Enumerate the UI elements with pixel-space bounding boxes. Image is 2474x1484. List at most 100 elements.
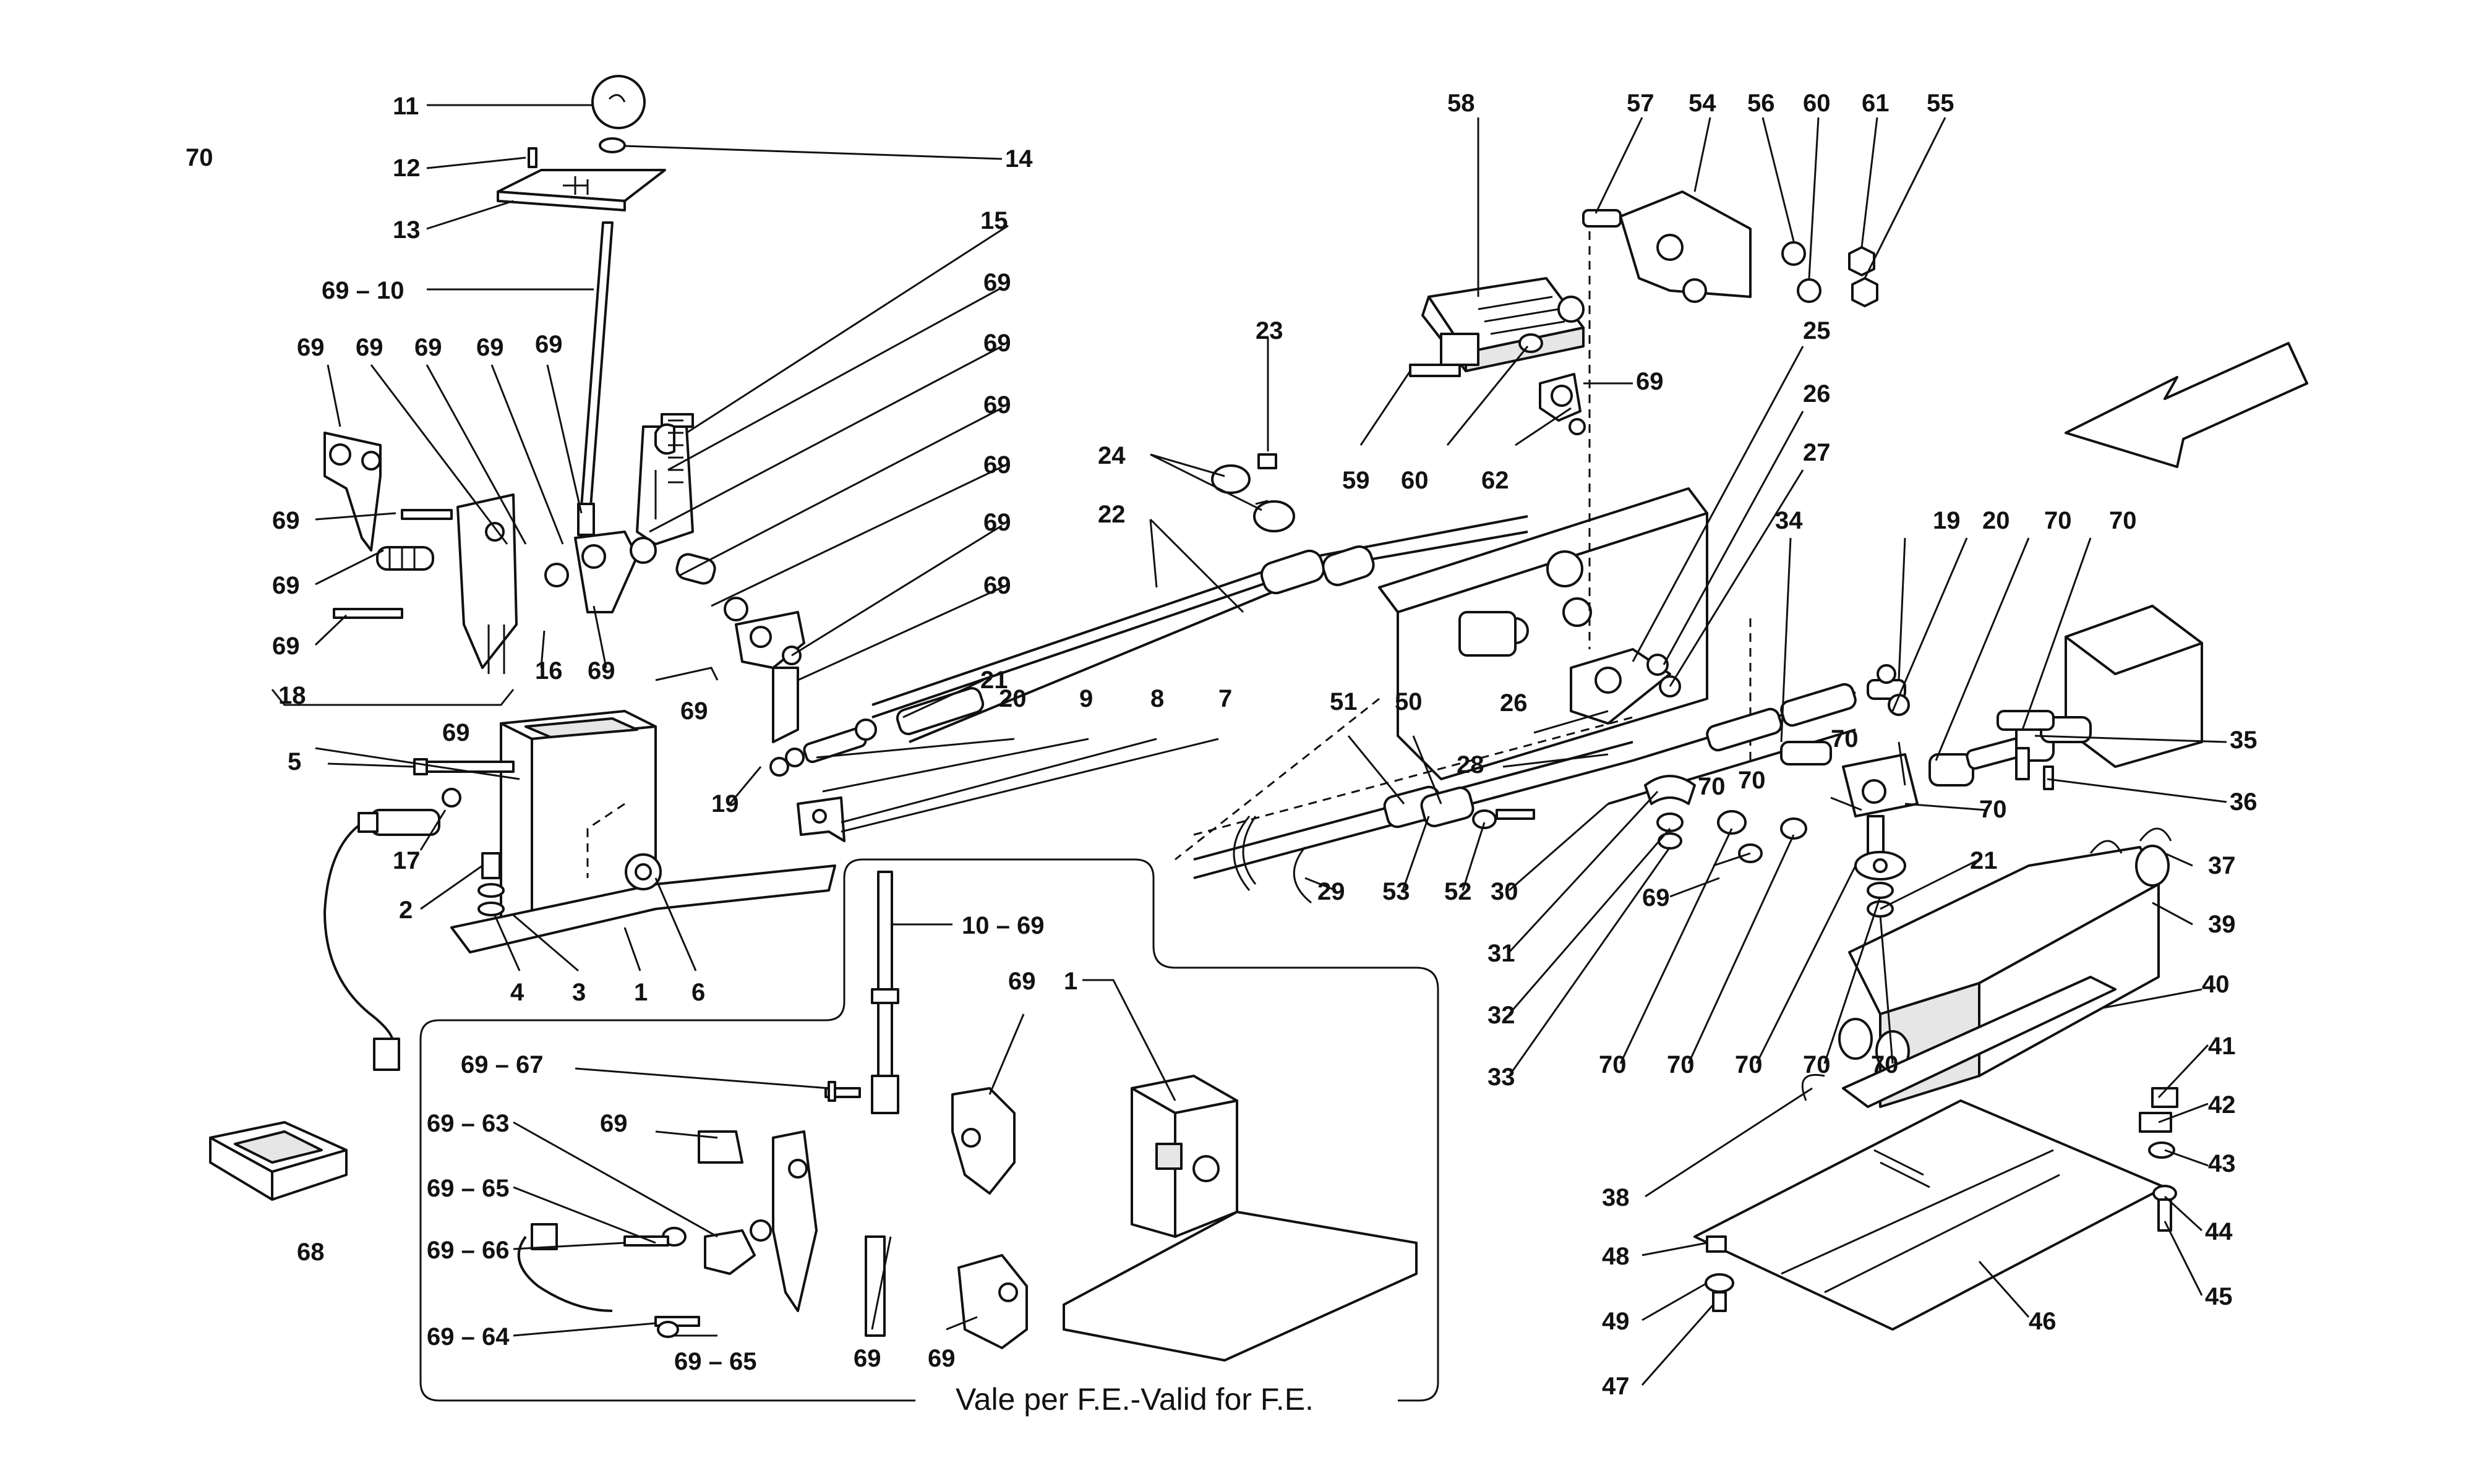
mounting-frame-part xyxy=(1175,216,1752,861)
callout-c67: 70 xyxy=(1698,773,1726,800)
callout-c14: 69 xyxy=(983,391,1011,419)
callout-c3: 14 xyxy=(1005,145,1033,173)
lever-mechanism-part xyxy=(323,413,805,743)
callout-c109: 69 xyxy=(854,1345,881,1372)
callout-c66: 70 xyxy=(1831,725,1859,753)
callout-c17: 69 xyxy=(983,572,1011,599)
callout-c34: 21 xyxy=(980,667,1008,694)
callout-c35: 20 xyxy=(999,685,1027,712)
callout-c58: 19 xyxy=(1933,507,1961,534)
callout-c43: 58 xyxy=(1447,90,1475,117)
callout-c98: 47 xyxy=(1602,1373,1630,1400)
callout-c60: 70 xyxy=(2044,507,2072,534)
callout-c0: 70 xyxy=(186,144,213,171)
callout-c33: 68 xyxy=(297,1239,325,1266)
callout-c2: 12 xyxy=(393,155,421,182)
callout-c25: 18 xyxy=(278,682,306,709)
cable-bracket-part xyxy=(797,796,845,842)
callout-c55: 26 xyxy=(1803,380,1831,407)
base-plate-part xyxy=(1693,1087,2178,1331)
callout-c85: 70 xyxy=(1735,1051,1763,1078)
callout-c24: 69 xyxy=(442,719,470,746)
callout-c68: 70 xyxy=(1738,767,1766,794)
callout-c29: 4 xyxy=(510,979,524,1006)
actuator-motor-part xyxy=(1421,277,1585,372)
callout-c97: 49 xyxy=(1602,1308,1630,1335)
callout-c39: 19 xyxy=(711,790,739,817)
callout-c61: 70 xyxy=(2109,507,2137,534)
callout-c94: 38 xyxy=(1602,1184,1630,1211)
callout-c40: 24 xyxy=(1098,442,1126,469)
gear-knob-part xyxy=(591,75,646,153)
inset-note: Vale per F.E.-Valid for F.E. xyxy=(956,1382,1314,1417)
callout-c96: 46 xyxy=(2029,1308,2057,1335)
callout-c70: 35 xyxy=(2230,727,2258,754)
selector-lever-part xyxy=(1570,648,1910,805)
cable-clamps-part xyxy=(1211,453,1295,532)
callout-c103: 69 – 63 xyxy=(427,1110,509,1137)
callout-c16: 69 xyxy=(983,509,1011,536)
callout-c19: 69 xyxy=(272,572,300,599)
callout-c10: 69 xyxy=(414,334,442,361)
gear-lever-part xyxy=(577,221,614,536)
callout-c95: 48 xyxy=(1602,1243,1630,1270)
callout-c54: 25 xyxy=(1803,317,1831,344)
callout-c32: 6 xyxy=(691,979,705,1006)
arrow-down-left-icon xyxy=(2065,342,2308,468)
callout-c100: 1 xyxy=(1064,968,1077,995)
callout-c74: 29 xyxy=(1317,878,1345,905)
callout-c93: 45 xyxy=(2205,1283,2233,1310)
callout-c107: 69 – 64 xyxy=(427,1323,510,1350)
callout-c36: 9 xyxy=(1079,685,1093,712)
callout-c42: 23 xyxy=(1256,317,1283,344)
callout-c62: 26 xyxy=(1500,689,1528,717)
callout-c89: 41 xyxy=(2208,1033,2236,1060)
callout-c49: 55 xyxy=(1927,90,1954,117)
callout-c79: 32 xyxy=(1487,1002,1515,1029)
control-unit-part xyxy=(1801,827,2172,1108)
callout-c11: 69 xyxy=(476,334,504,361)
callout-c86: 70 xyxy=(1803,1051,1831,1078)
callout-c99: 10 – 69 xyxy=(962,912,1044,939)
reverse-switch-part xyxy=(323,788,461,1071)
callout-c50: 59 xyxy=(1342,467,1370,494)
lower-fasteners-part xyxy=(1644,775,1807,863)
callout-c44: 57 xyxy=(1627,90,1654,117)
callout-c22: 69 xyxy=(588,657,615,684)
callout-c84: 70 xyxy=(1667,1051,1695,1078)
callout-c57: 34 xyxy=(1775,507,1803,534)
callout-c101: 69 xyxy=(1008,968,1036,995)
callout-c81: 69 xyxy=(1642,884,1670,911)
callout-c23: 69 xyxy=(680,697,708,725)
callout-c4: 13 xyxy=(393,216,421,244)
callout-c46: 56 xyxy=(1747,90,1775,117)
gear-gate-plate-part xyxy=(497,147,666,211)
callout-c77: 30 xyxy=(1491,878,1518,905)
callout-c105: 69 – 65 xyxy=(427,1175,509,1202)
callout-c87: 70 xyxy=(1871,1051,1899,1078)
callout-c63: 28 xyxy=(1457,751,1484,778)
callout-c48: 61 xyxy=(1862,90,1890,117)
reverse-gate-part xyxy=(209,1121,348,1201)
callout-c12: 69 xyxy=(535,331,563,358)
callout-c41: 22 xyxy=(1098,501,1126,528)
callout-c8: 69 xyxy=(297,334,325,361)
callout-c47: 60 xyxy=(1803,90,1831,117)
callout-c52: 62 xyxy=(1481,467,1509,494)
callout-c106: 69 – 66 xyxy=(427,1237,509,1264)
callout-c28: 2 xyxy=(399,897,413,924)
callout-c59: 20 xyxy=(1982,507,2010,534)
callout-c104: 69 xyxy=(600,1110,628,1137)
callout-c102: 69 – 67 xyxy=(461,1051,543,1078)
callout-c72: 37 xyxy=(2208,852,2236,879)
callout-c53: 69 xyxy=(1636,368,1664,395)
callout-c45: 54 xyxy=(1689,90,1716,117)
callout-c7: 69 xyxy=(983,269,1011,296)
inset-frame xyxy=(419,858,1439,1402)
callout-c92: 44 xyxy=(2205,1218,2233,1245)
callout-c30: 3 xyxy=(572,979,586,1006)
callout-c90: 42 xyxy=(2208,1091,2236,1119)
callout-c51: 60 xyxy=(1401,467,1429,494)
callout-c27: 17 xyxy=(393,847,421,874)
